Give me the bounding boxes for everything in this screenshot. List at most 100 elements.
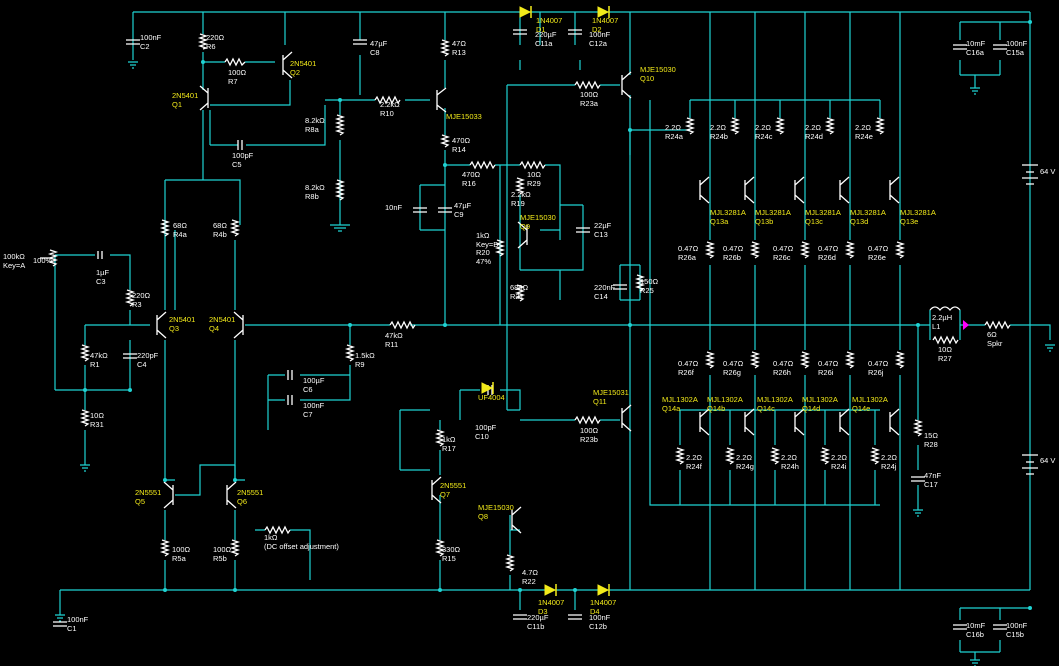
r26-ref: R26a [678, 253, 697, 262]
resistor [799, 241, 811, 259]
label-d2-ref: D2 [592, 25, 602, 34]
label-r20b-ref: 47% [476, 257, 491, 266]
resistor [769, 447, 781, 465]
label-r23b-value: 100Ω [580, 426, 599, 435]
label-q6-ref: Q6 [237, 497, 247, 506]
transistor [699, 176, 710, 204]
label-c16b-value: 10mF [966, 621, 986, 630]
r26-value: 0.47Ω [773, 244, 794, 253]
label-v2-value: 64 V [1040, 456, 1055, 465]
q14-ref: Q14e [852, 404, 870, 413]
label-r1-value: 47kΩ [90, 351, 108, 360]
q14-ref: Q14c [757, 404, 775, 413]
label-c16a-value: 10mF [966, 39, 986, 48]
label-q11-ref: Q11 [593, 397, 607, 406]
label-c12b-ref: C12b [589, 622, 607, 631]
label-c10-value: 100pF [475, 423, 497, 432]
q13-ref: Q13e [900, 217, 918, 226]
label-r25-value: 150Ω [640, 277, 659, 286]
r24-value: 2.2Ω [710, 123, 726, 132]
label-c5-value: 100pF [232, 151, 254, 160]
r24-ref: R24b [710, 132, 728, 141]
q14-type: MJL1302A [757, 395, 793, 404]
label-r27-value: 10Ω [938, 345, 952, 354]
r24-value: 2.2Ω [686, 453, 702, 462]
output-resistors [674, 117, 906, 465]
label-r23a-ref: R23a [580, 99, 599, 108]
label-c15a-ref: C15a [1006, 48, 1025, 57]
label-c16a-ref: C16a [966, 48, 985, 57]
label-q5-value: 2N5551 [135, 488, 161, 497]
label-r14-ref: R14 [452, 145, 466, 154]
output-transistors [699, 176, 900, 436]
transistor [889, 408, 900, 436]
label-l1-value: 2.2µH [932, 313, 952, 322]
transistor [889, 176, 900, 204]
label-d2-value: 1N4007 [592, 16, 618, 25]
transistor [699, 408, 710, 436]
q14-type: MJL1302A [852, 395, 888, 404]
q13-ref: Q13a [710, 217, 729, 226]
label-r19-value: 2.2kΩ [511, 190, 531, 199]
label-q2-value: 2N5401 [290, 59, 316, 68]
resistor [774, 117, 786, 135]
label-r8a-ref: R8a [305, 125, 320, 134]
r26-ref: R26g [723, 368, 741, 377]
label-q8b-value: MJE15030 [520, 213, 556, 222]
r24-ref: R24e [855, 132, 873, 141]
label-r4b-ref: R4b [213, 230, 227, 239]
label-r7-ref: R7 [228, 77, 238, 86]
label-spkr-value: 6Ω [987, 330, 997, 339]
resistors [79, 33, 1011, 572]
r26-ref: R26j [868, 368, 884, 377]
q13-type: MJL3281A [710, 208, 746, 217]
label-d3-ref: D3 [538, 607, 548, 616]
r24-ref: R24h [781, 462, 799, 471]
label-c1-value: 100nF [67, 615, 89, 624]
label-q3-ref: Q3 [169, 324, 179, 333]
r26-value: 0.47Ω [818, 359, 839, 368]
resistor [704, 351, 716, 369]
label-r23b-ref: R23b [580, 435, 598, 444]
resistor [844, 241, 856, 259]
label-r1-ref: R1 [90, 360, 100, 369]
label-d3-value: 1N4007 [538, 598, 564, 607]
label-c6-value: 100µF [303, 376, 325, 385]
label-r21-ref: R21 [510, 292, 524, 301]
label-r22-value: 4.7Ω [522, 568, 538, 577]
label-d5-value: UF4004 [478, 393, 505, 402]
label-c8-value: 47µF [370, 39, 388, 48]
resistor [749, 241, 761, 259]
r24-value: 2.2Ω [755, 123, 771, 132]
label-q1-ref: Q1 [172, 100, 182, 109]
transistor [794, 176, 805, 204]
resistor [724, 447, 736, 465]
r24-value: 2.2Ω [665, 123, 681, 132]
label-r6-ref: R6 [206, 42, 216, 51]
label-c15b-value: 100nF [1006, 621, 1028, 630]
r26-value: 0.47Ω [678, 244, 699, 253]
label-c2-ref: C2 [140, 42, 150, 51]
label-r11-value: 47kΩ [385, 331, 403, 340]
label-c9-value: 47µF [454, 201, 472, 210]
label-r4a-ref: R4a [173, 230, 188, 239]
r24-ref: R24i [831, 462, 847, 471]
misc-components [40, 164, 1038, 475]
r24-ref: R24g [736, 462, 754, 471]
label-r31-ref: R31 [90, 420, 104, 429]
label-c11b-ref: C11b [527, 622, 544, 631]
transistor [744, 408, 755, 436]
label-r11-ref: R11 [385, 340, 398, 349]
q13-type: MJL3281A [755, 208, 791, 217]
label-q4-value: 2N5401 [209, 315, 235, 324]
resistor [749, 351, 761, 369]
r26-ref: R26b [723, 253, 741, 262]
q14-ref: Q14a [662, 404, 681, 413]
label-q8-value: MJE15030 [478, 503, 514, 512]
label-c13-ref: C13 [594, 230, 608, 239]
q13-type: MJL3281A [805, 208, 841, 217]
r24-ref: R24c [755, 132, 773, 141]
label-r4b-value: 68Ω [213, 221, 227, 230]
